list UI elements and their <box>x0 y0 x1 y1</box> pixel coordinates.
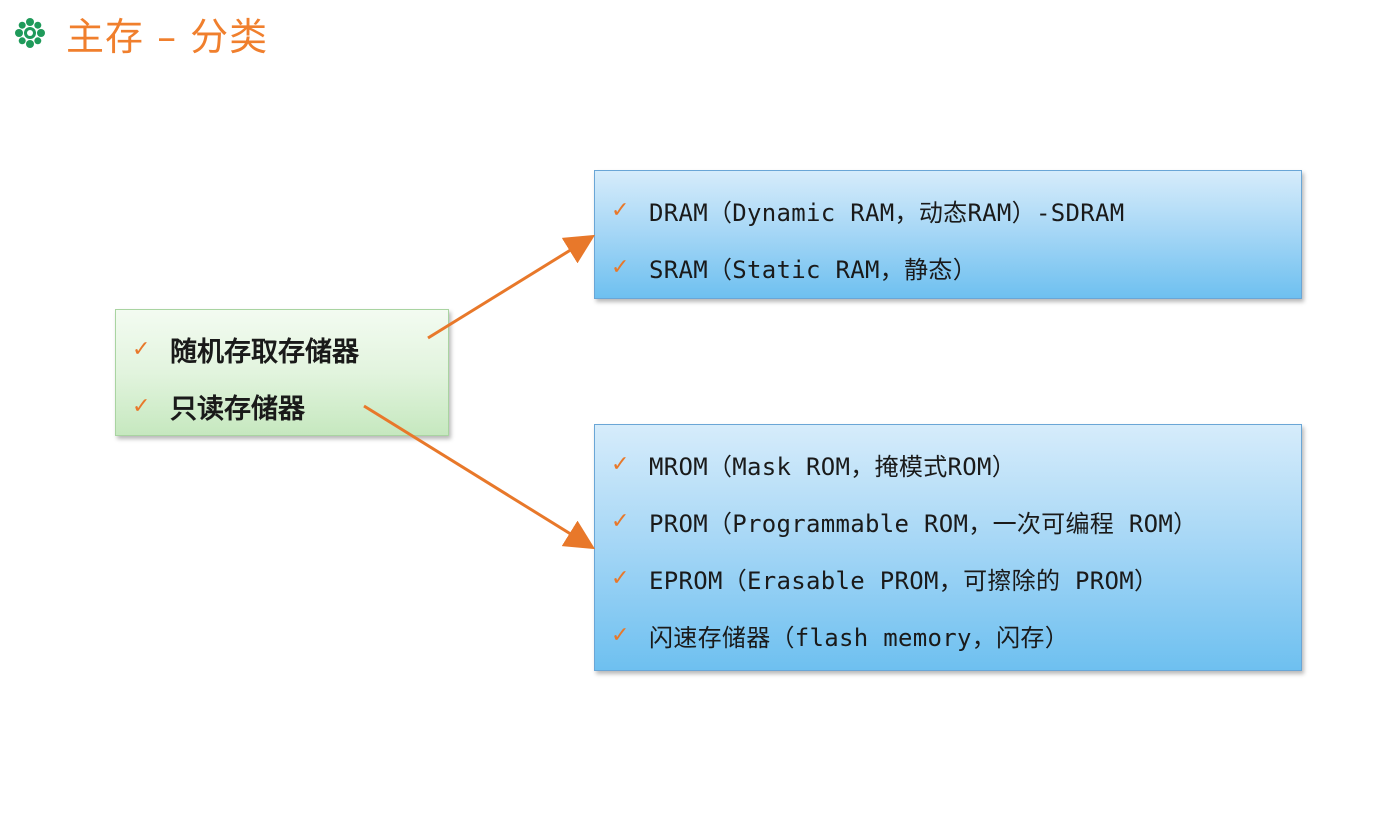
item-label: EPROM（Erasable PROM，可擦除的 PROM） <box>649 567 1159 595</box>
list-item-eprom: ✓ EPROM（Erasable PROM，可擦除的 PROM） <box>611 561 1158 596</box>
list-item-ram: ✓ 随机存取存储器 <box>132 330 359 369</box>
item-label: MROM（Mask ROM，掩模式ROM） <box>649 453 1017 481</box>
page-title: 主存 – 分类 <box>12 8 269 59</box>
memory-type-box: ✓ 随机存取存储器 ✓ 只读存储器 <box>115 309 449 436</box>
gear-flower-icon <box>12 15 48 51</box>
item-label: 只读存储器 <box>170 394 305 425</box>
list-item-mrom: ✓ MROM（Mask ROM，掩模式ROM） <box>611 447 1016 482</box>
check-icon: ✓ <box>132 337 151 362</box>
list-item-sram: ✓ SRAM（Static RAM，静态） <box>611 250 977 285</box>
item-label: 随机存取存储器 <box>170 337 359 368</box>
list-item-flash: ✓ 闪速存储器（flash memory，闪存） <box>611 618 1069 653</box>
arrow-to-ram <box>427 234 596 340</box>
rom-types-box: ✓ MROM（Mask ROM，掩模式ROM） ✓ PROM（Programma… <box>594 424 1302 671</box>
title-text: 主存 – 分类 <box>66 14 269 59</box>
check-icon: ✓ <box>611 255 630 280</box>
item-label: 闪速存储器（flash memory，闪存） <box>649 624 1069 652</box>
list-item-prom: ✓ PROM（Programmable ROM，一次可编程 ROM） <box>611 504 1197 539</box>
item-label: DRAM（Dynamic RAM，动态RAM）-SDRAM <box>649 199 1125 227</box>
list-item-dram: ✓ DRAM（Dynamic RAM，动态RAM）-SDRAM <box>611 193 1124 228</box>
list-item-rom: ✓ 只读存储器 <box>132 387 305 426</box>
check-icon: ✓ <box>611 509 630 534</box>
check-icon: ✓ <box>611 623 630 648</box>
item-label: SRAM（Static RAM，静态） <box>649 256 977 284</box>
check-icon: ✓ <box>611 452 630 477</box>
check-icon: ✓ <box>611 198 630 223</box>
check-icon: ✓ <box>611 566 630 591</box>
item-label: PROM（Programmable ROM，一次可编程 ROM） <box>649 510 1198 538</box>
ram-types-box: ✓ DRAM（Dynamic RAM，动态RAM）-SDRAM ✓ SRAM（S… <box>594 170 1302 299</box>
check-icon: ✓ <box>132 394 151 419</box>
